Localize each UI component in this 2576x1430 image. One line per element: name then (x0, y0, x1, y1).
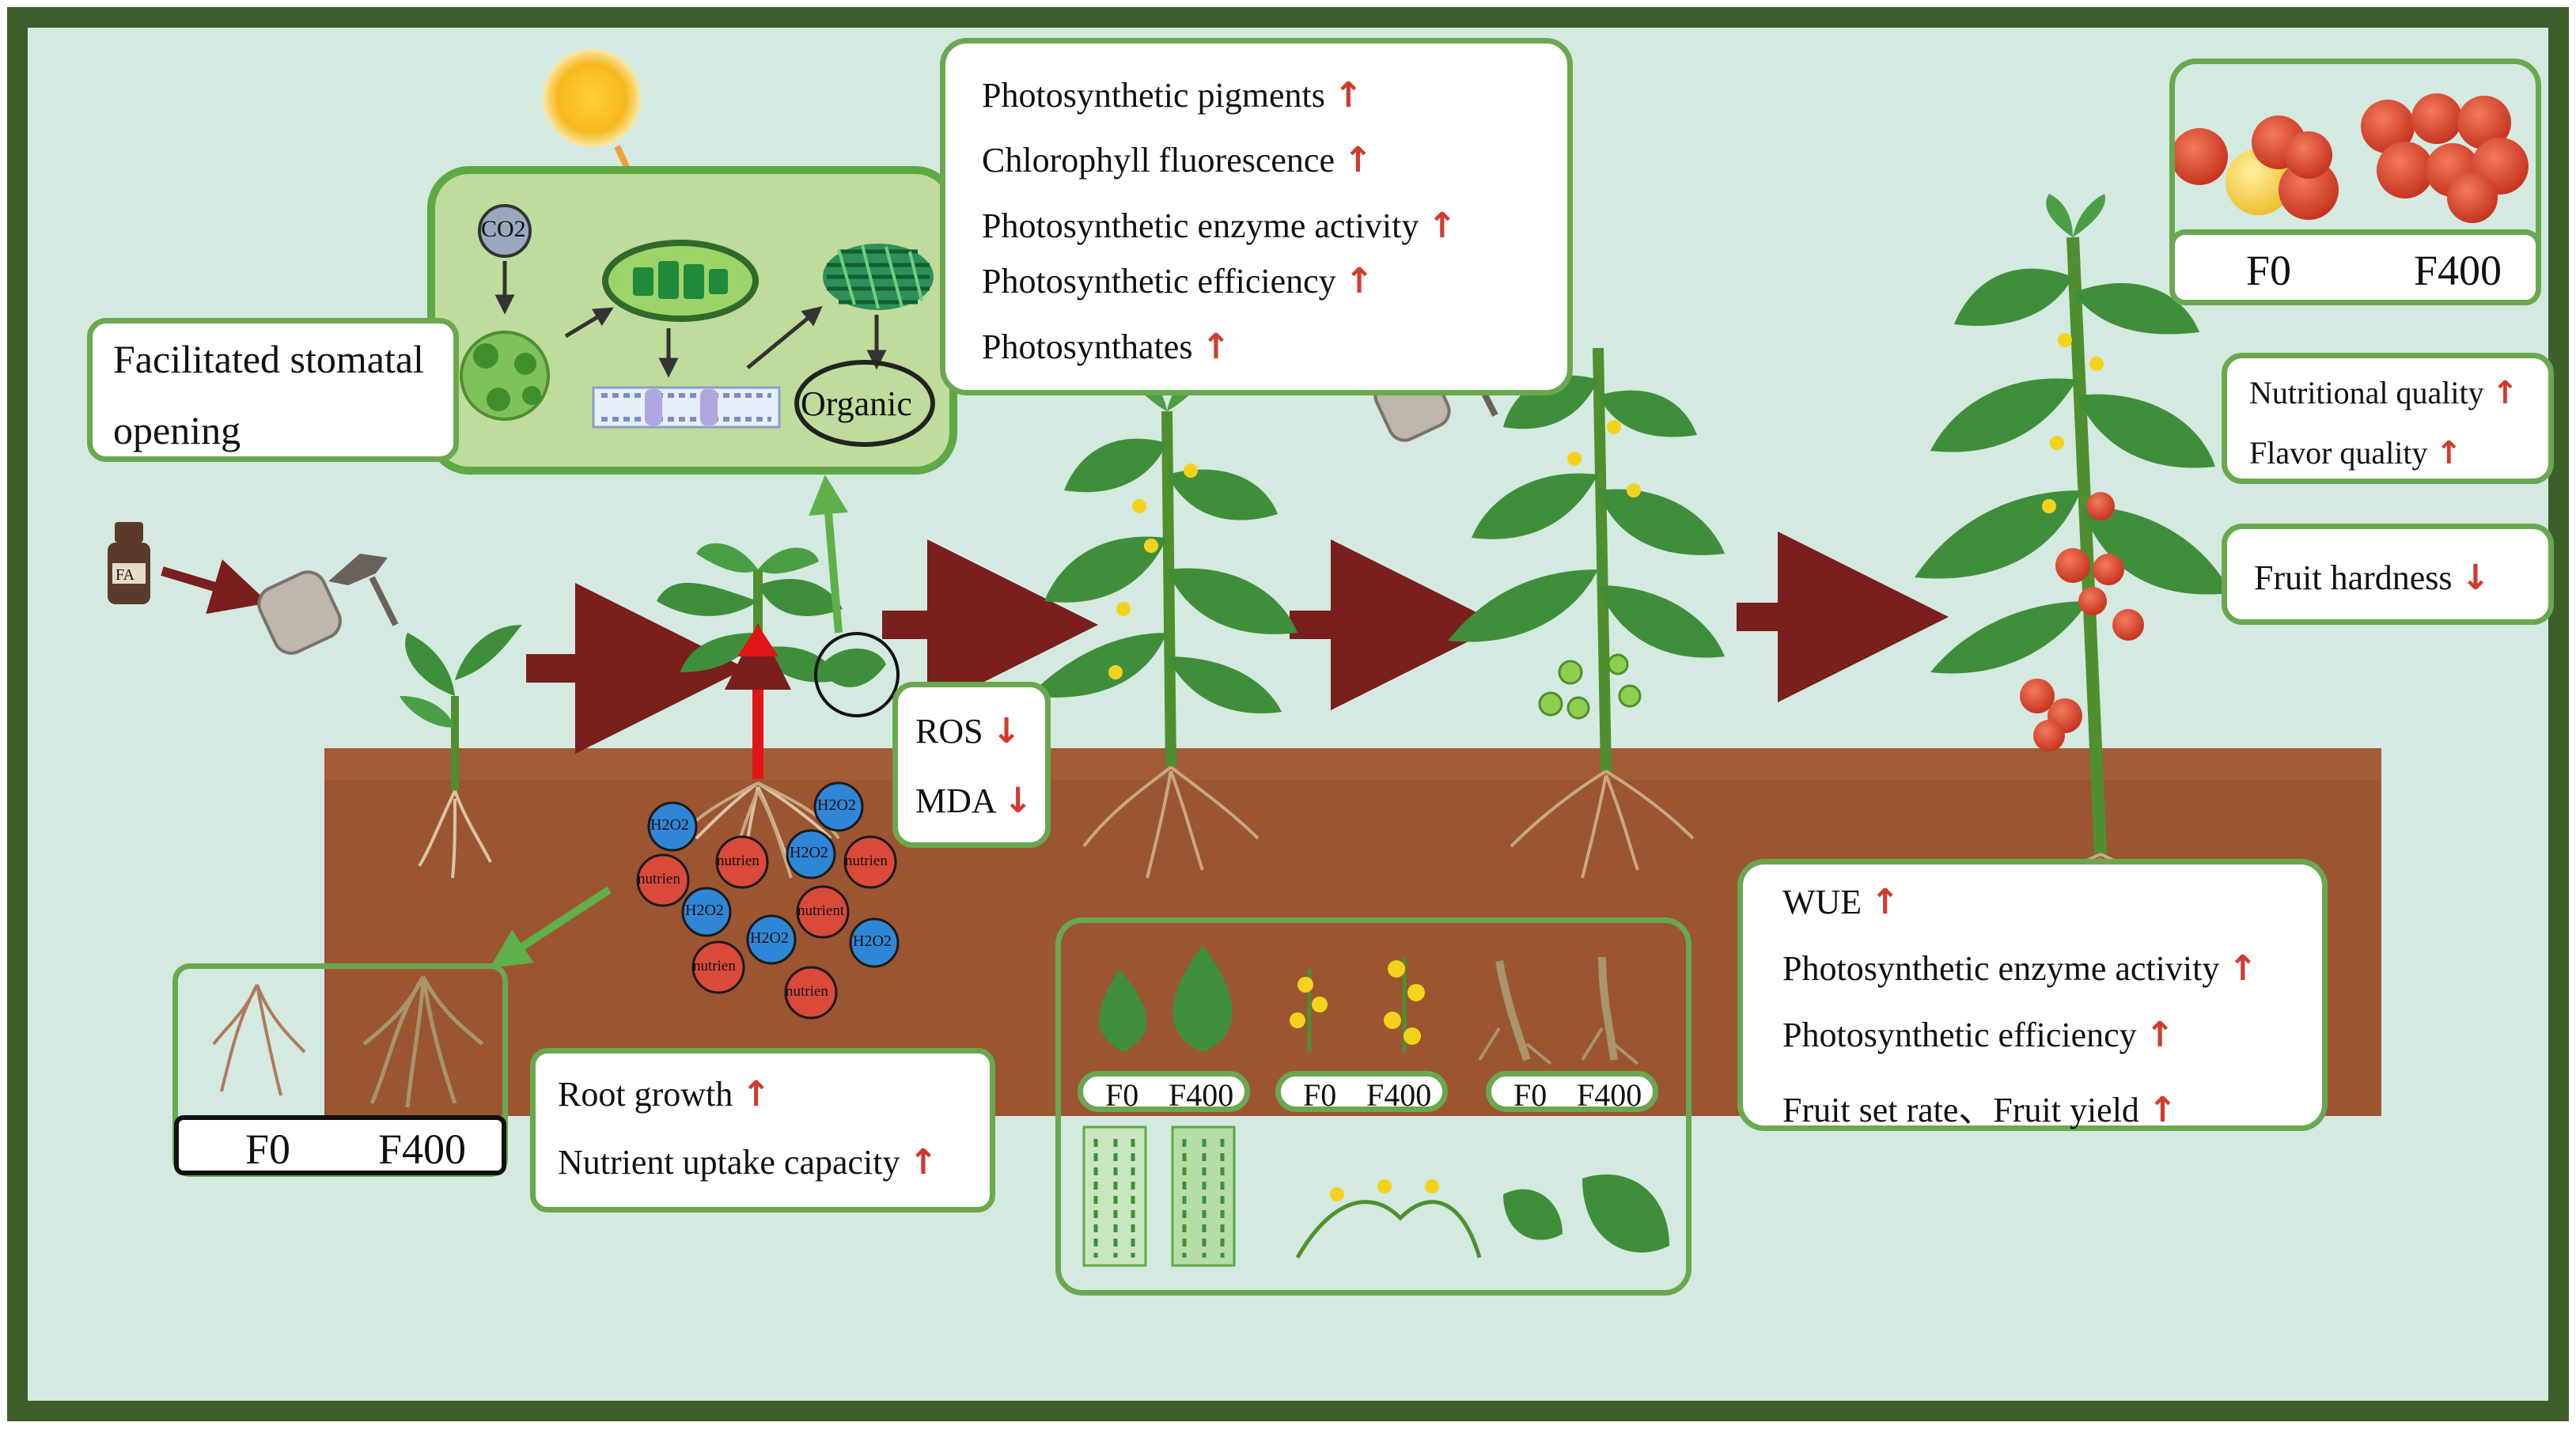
root-label-f400: F400 (378, 1125, 467, 1173)
fruit-hardness-box: Fruit hardness ↓ (2222, 524, 2554, 625)
yield-effects-box: WUE ↑ Photosynthetic enzyme activity ↑ P… (1737, 859, 2328, 1131)
ripe-fruit-plant (1915, 194, 2231, 942)
up-arrow-icon: ↑ (741, 1074, 771, 1114)
h2o2-label: H2O2 (853, 933, 892, 950)
nutrient-bubbles (636, 835, 897, 1020)
up-arrow-icon: ↑ (2145, 1015, 2175, 1055)
ros-item: ROS ↓ (915, 711, 1021, 751)
fruit-hardness-item: Fruit hardness ↓ (2254, 558, 2491, 598)
root-comparison-icon (212, 975, 484, 1108)
co2-icon (478, 204, 532, 258)
effect-item-efficiency: Photosynthetic efficiency ↑ (982, 261, 1374, 301)
h2o2-bubbles (647, 781, 900, 968)
wue-item: WUE ↑ (1782, 882, 1900, 922)
nutrient-uptake-item: Nutrient uptake capacity ↑ (558, 1142, 938, 1182)
organic-circle (794, 360, 935, 447)
mda-item: MDA ↓ (915, 781, 1033, 821)
thylakoid-icon (823, 244, 934, 310)
leaf-comparison-icon (1082, 945, 1669, 1267)
fa-bottle-icon (108, 522, 150, 604)
ros-mda-box: ROS ↓ MDA ↓ (892, 682, 1051, 848)
root-zone (679, 781, 840, 879)
young-plant (657, 543, 886, 863)
leaf-cells-icon (460, 331, 550, 421)
tomato-label-f400: F400 (2414, 247, 2502, 294)
h2o2-label: H2O2 (790, 844, 828, 861)
nutrient-label: nutrient (797, 902, 845, 919)
up-arrow-icon: ↑ (1870, 882, 1900, 922)
photosynthesis-effects-box: Photosynthetic pigments ↑ Chlorophyll fl… (940, 38, 1573, 395)
chloroplast-icon (602, 240, 759, 322)
seedling-plant (400, 625, 522, 879)
h2o2-label: H2O2 (650, 816, 689, 834)
nutrient-label: nutrien (786, 983, 828, 1000)
h2o2-label: H2O2 (685, 902, 724, 919)
nutrient-label: nutrien (717, 853, 760, 869)
sprayer-icon (257, 554, 399, 655)
flower-label-f400: F400 (1366, 1077, 1432, 1113)
nutrient-label: nutrien (845, 853, 888, 869)
up-arrow-icon: ↑ (2435, 435, 2463, 471)
tomato-label-bar: F0 F400 (2169, 229, 2541, 305)
membrane-icon (592, 386, 781, 429)
fa-label: FA (116, 566, 135, 584)
up-arrow-icon: ↑ (1427, 206, 1457, 246)
root-growth-item: Root growth ↑ (558, 1074, 771, 1114)
flowering-plant (1029, 360, 1297, 879)
leaf-label-bar: F0 F400 (1078, 1071, 1250, 1113)
growth-comparison-panel (1055, 917, 1691, 1296)
nutrient-label: nutrien (693, 958, 736, 974)
up-arrow-icon: ↑ (1201, 327, 1231, 367)
tomato-label-f0: F0 (2246, 247, 2292, 294)
up-arrow-icon: ↑ (2491, 375, 2519, 411)
up-arrow-icon: ↑ (1344, 261, 1374, 301)
h2o2-label: H2O2 (750, 929, 789, 947)
nutritional-quality-item: Nutritional quality ↑ (2249, 375, 2519, 411)
up-arrow-icon: ↑ (1333, 75, 1363, 115)
stem-label-bar: F0 F400 (1486, 1071, 1658, 1113)
down-arrow-icon: ↓ (2460, 558, 2491, 598)
effect-item-fluorescence: Chlorophyll fluorescence ↑ (982, 140, 1373, 180)
down-arrow-icon: ↓ (1003, 781, 1033, 821)
tomato-comparison-icon (2171, 93, 2529, 223)
co2-label: CO2 (481, 216, 526, 242)
leaf-label-f0: F0 (1105, 1077, 1139, 1113)
sun-icon (543, 49, 641, 147)
stem-label-f0: F0 (1513, 1077, 1547, 1113)
stomata-highlight-circle (814, 632, 900, 717)
stomatal-box: Facilitated stomatal opening (87, 318, 459, 462)
organic-label: Organic (801, 384, 912, 423)
yield-enzyme-item: Photosynthetic enzyme activity ↑ (1782, 948, 2258, 989)
nutrient-label: nutrien (638, 871, 680, 887)
flower-label-bar: F0 F400 (1275, 1071, 1448, 1113)
quality-box: Nutritional quality ↑ Flavor quality ↑ (2222, 353, 2554, 484)
up-arrow-icon: ↑ (908, 1142, 938, 1182)
root-label-bar: F0 F400 (174, 1115, 506, 1175)
root-label-f0: F0 (245, 1125, 291, 1173)
up-arrow-icon: ↑ (1343, 140, 1373, 180)
effect-item-photosynthates: Photosynthates ↑ (982, 327, 1231, 367)
leaf-label-f400: F400 (1169, 1077, 1234, 1113)
flavor-quality-item: Flavor quality ↑ (2249, 435, 2463, 471)
root-growth-box: Root growth ↑ Nutrient uptake capacity ↑ (530, 1048, 995, 1212)
up-arrow-icon: ↑ (2228, 948, 2258, 989)
stem-label-f400: F400 (1577, 1077, 1642, 1113)
fruit-yield-item: Fruit set rate、Fruit yield ↑ (1782, 1090, 2177, 1130)
effect-item-pigments: Photosynthetic pigments ↑ (982, 75, 1363, 115)
green-fruit-plant (1448, 347, 1725, 879)
flower-label-f0: F0 (1303, 1077, 1337, 1113)
yield-efficiency-item: Photosynthetic efficiency ↑ (1782, 1015, 2175, 1055)
effect-item-enzyme: Photosynthetic enzyme activity ↑ (982, 206, 1457, 246)
stomatal-text-line1: Facilitated stomatal (113, 337, 424, 381)
up-arrow-icon: ↑ (2147, 1090, 2177, 1130)
down-arrow-icon: ↓ (991, 711, 1021, 751)
h2o2-label: H2O2 (817, 796, 856, 814)
stomatal-text-line2: opening (113, 408, 241, 452)
